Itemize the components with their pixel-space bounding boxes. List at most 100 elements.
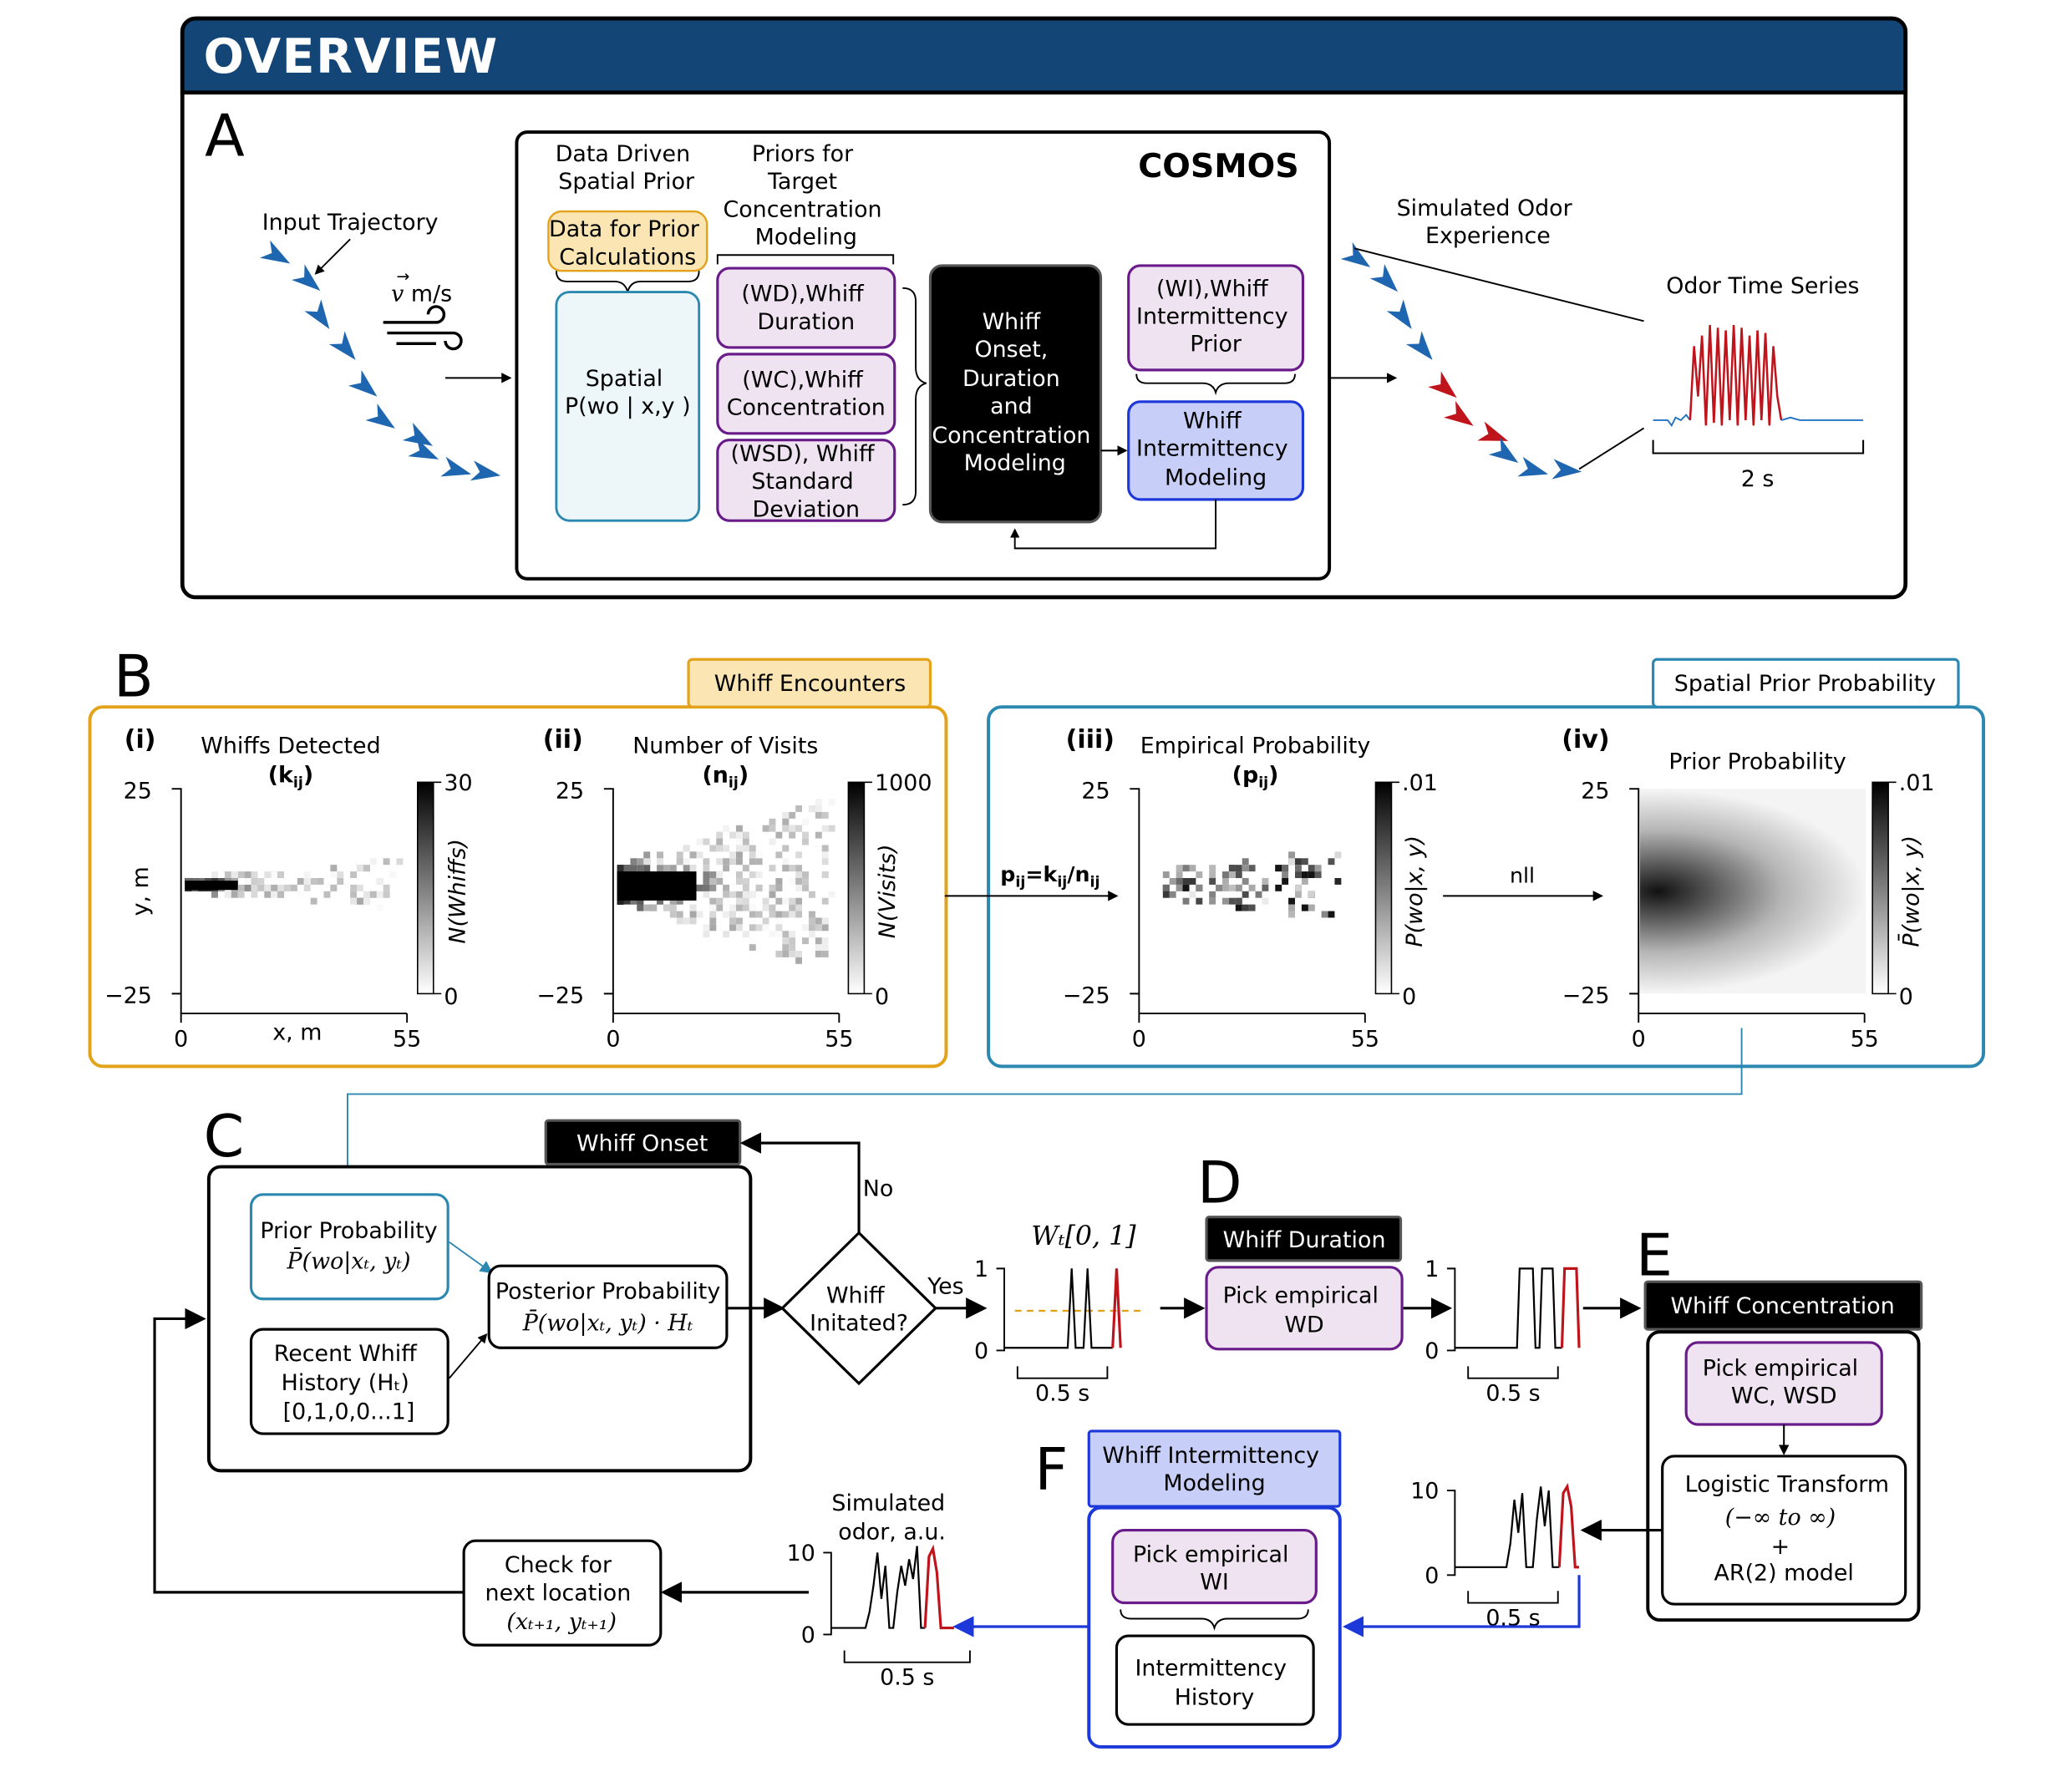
plot-symbol: (kij): [268, 762, 313, 791]
wind-icon: [383, 305, 463, 351]
heatmap-cell: [1209, 877, 1216, 885]
heatmap-cell: [650, 904, 658, 911]
heatmap-cell: [1222, 871, 1229, 878]
heatmap-cell: [669, 904, 677, 911]
x-tick-label: 0: [174, 1027, 188, 1053]
data-for-prior-box: [547, 210, 708, 272]
colorbar-max-label: 1000: [875, 770, 932, 796]
heatmap-cell: [749, 858, 756, 866]
heatmap-cell: [1176, 865, 1183, 872]
x-tick-label: 55: [825, 1027, 853, 1053]
heatmap-cell: [716, 858, 724, 866]
cosmos-title: COSMOS: [1138, 147, 1299, 185]
heatmap-cell: [1308, 891, 1315, 898]
heatmap-cell: [782, 818, 790, 825]
heatmap-cell: [795, 825, 803, 832]
heatmap-cell: [244, 877, 251, 885]
heatmap-cell: [723, 911, 730, 918]
heatmap-cell: [729, 911, 736, 918]
nll-label: nll: [1510, 864, 1535, 888]
heatmap-cell: [716, 845, 724, 852]
input-trajectory: [259, 240, 501, 481]
y-tick-label: −25: [536, 982, 584, 1008]
heatmap-cell: [237, 871, 245, 878]
heatmap-cell: [284, 891, 291, 898]
spatial-prior-label: Spatial P(wo | x,y ): [565, 366, 691, 419]
heatmap-cell: [821, 944, 829, 951]
heatmap-cell: [676, 917, 683, 925]
heatmap-cell: [789, 811, 796, 819]
panel-b: B Whiff Encounters Spatial Prior Probabi…: [88, 643, 1986, 1069]
heatmap-cell: [729, 891, 736, 898]
heatmap-cell: [795, 871, 803, 878]
whiff-initiated-label: Whiff Initated?: [810, 1282, 908, 1336]
simulated-odor-experience-label: Simulated Odor Experience: [1397, 195, 1580, 249]
heatmap-cell: [1294, 865, 1302, 872]
trace-red: [923, 1544, 954, 1630]
heatmap-cell: [689, 851, 697, 859]
pick-wi-box: [1111, 1528, 1318, 1605]
colorbar-max-label: 30: [444, 770, 472, 796]
heatmap-cell: [795, 950, 803, 957]
heatmap-cell: [1176, 877, 1183, 885]
heatmap-cell: [1282, 871, 1289, 878]
heatmap-cell: [762, 924, 769, 932]
heatmap-cell: [303, 884, 311, 891]
heatmap-cell: [789, 831, 796, 839]
heatmap-cell: [637, 904, 644, 911]
heatmap-cell: [1222, 877, 1229, 885]
heatmap-cell: [723, 865, 730, 872]
heatmap-cell: [1228, 871, 1236, 878]
trajectory-arrowhead: [470, 460, 501, 481]
colorbar-min-label: 0: [1402, 984, 1416, 1010]
heatmap-cell: [808, 805, 815, 812]
x-tick-label: 55: [393, 1027, 421, 1053]
panel-f: F Whiff Intermittency Modeling Pick empi…: [153, 1307, 1342, 1749]
plot-y-axis: [1446, 1490, 1456, 1577]
heatmap-cell: [251, 891, 258, 898]
heatmap-cell: [310, 897, 317, 905]
heatmap-cell: [815, 831, 822, 839]
colorbar: [1871, 781, 1889, 995]
prior-probability-label: Prior Probability: [260, 1218, 437, 1244]
heatmap-cell: [735, 917, 743, 925]
x-tick-label: 0: [606, 1027, 620, 1053]
trajectory-arrowhead: [348, 369, 378, 397]
heatmap-cell: [1314, 871, 1322, 878]
heatmap-cell: [723, 897, 730, 905]
no-label: No: [863, 1175, 894, 1201]
heatmap-cell: [617, 865, 624, 872]
heatmap-cell: [749, 891, 756, 898]
heatmap-cell: [782, 858, 790, 866]
heatmap-cell: [1294, 858, 1302, 866]
heatmap-cell: [782, 931, 790, 938]
heatmap-cell: [775, 950, 783, 957]
colorbar: [847, 781, 866, 995]
heatmap-cell: [237, 884, 245, 891]
heatmap-cell: [1301, 858, 1308, 866]
plot-axes: [171, 788, 409, 1023]
heatmap-cell: [723, 884, 730, 891]
time-scalebar: [1467, 1591, 1559, 1604]
velocity-label: v m/s: [391, 282, 452, 307]
heatmap-cell: [729, 831, 736, 839]
heatmap-cell: [716, 871, 724, 878]
heatmap-cell: [1235, 865, 1242, 872]
heatmap-cell: [350, 891, 358, 898]
heatmap-cell: [789, 865, 796, 872]
heatmap-cell: [775, 851, 783, 859]
heatmap-cell: [749, 904, 756, 911]
pick-wd-label: Pick empirical WD: [1223, 1282, 1386, 1338]
heatmap-cell: [257, 877, 265, 885]
wd-box: [716, 267, 896, 349]
heatmap-cell: [1255, 891, 1262, 898]
heatmap-cell: [703, 838, 710, 845]
heatmap-cell: [683, 858, 690, 866]
heatmap-cell: [769, 931, 776, 938]
heatmap-cell: [755, 858, 763, 866]
plot-symbol: (pij): [1232, 762, 1279, 791]
heatmap-cell: [1235, 871, 1242, 878]
heatmap-cell: [802, 884, 809, 891]
heatmap-cell: [709, 884, 717, 891]
heatmap-cell: [709, 871, 717, 878]
